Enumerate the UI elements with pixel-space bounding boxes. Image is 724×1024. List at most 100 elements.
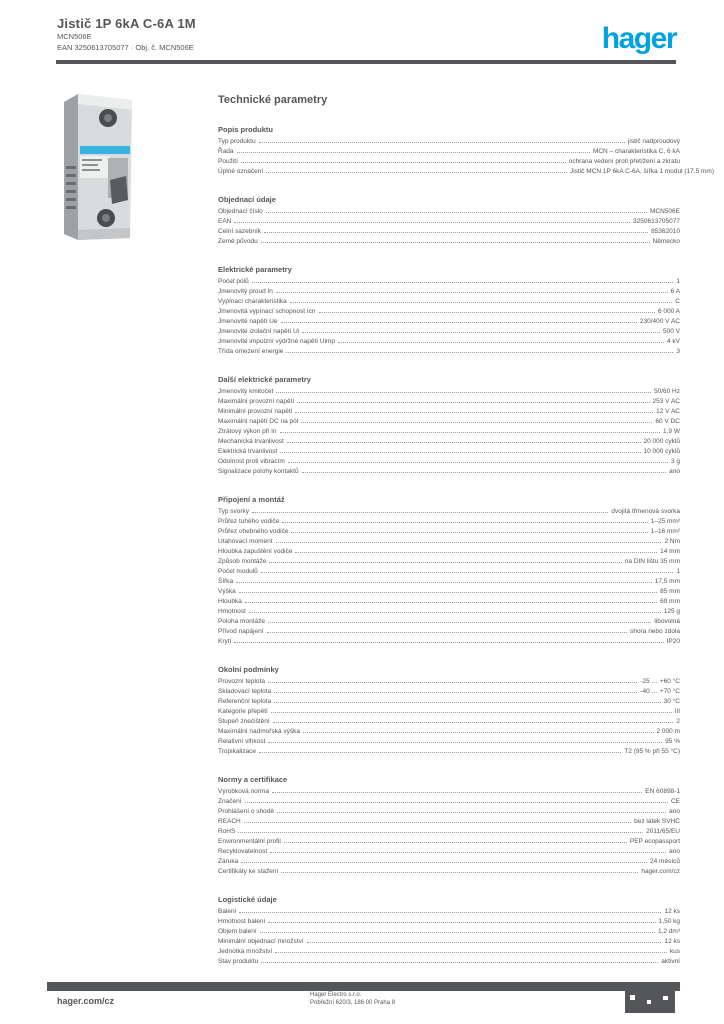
spec-value: 95 % xyxy=(665,738,680,745)
spec-value: MCN – charakteristika C, 6 kA xyxy=(592,148,680,155)
spec-row: Celní sazebník 85362010 xyxy=(218,227,680,237)
spec-value: ano xyxy=(669,468,680,475)
dotted-leader xyxy=(264,232,649,233)
spec-label: Maximální provozní napětí xyxy=(218,398,295,405)
dotted-leader xyxy=(286,352,674,353)
spec-label: Šířka xyxy=(218,578,234,585)
din-clip-ribs xyxy=(66,166,76,209)
brand-band xyxy=(80,146,130,154)
section-heading: Popis produktu xyxy=(218,125,273,134)
spec-label: Počet modulů xyxy=(218,568,258,575)
dotted-leader xyxy=(266,172,567,173)
dotted-leader xyxy=(236,152,590,153)
dotted-leader xyxy=(297,402,650,403)
spec-value: 3 xyxy=(676,348,680,355)
dotted-leader xyxy=(338,342,664,343)
dotted-leader xyxy=(277,812,667,813)
product-image xyxy=(64,94,132,240)
spec-value: 1–25 mm² xyxy=(650,518,680,525)
spec-label: Signalizace polohy kontaktů xyxy=(218,468,299,475)
spec-label: Celní sazebník xyxy=(218,228,261,235)
spec-value: CE xyxy=(670,798,680,805)
dotted-leader xyxy=(259,752,622,753)
spec-value: Německo xyxy=(652,238,680,245)
dotted-leader xyxy=(236,582,652,583)
product-title: Jistič 1P 6kA C-6A 1M xyxy=(57,16,196,31)
website-link[interactable]: hager.com/cz xyxy=(57,996,115,1006)
dotted-leader xyxy=(238,592,658,593)
dotted-leader xyxy=(283,842,627,843)
dotted-leader xyxy=(260,572,674,573)
dotted-leader xyxy=(302,332,660,333)
spec-label: Certifikáty ke stažení xyxy=(218,868,279,875)
spec-value: III xyxy=(674,708,680,715)
dotted-leader xyxy=(268,742,663,743)
spec-value: T2 (95 % při 55 °C) xyxy=(624,748,680,755)
spec-label: Výrobková norma xyxy=(218,788,269,795)
dotted-leader xyxy=(239,912,662,913)
spec-label: Způsob montáže xyxy=(218,558,267,565)
dotted-leader xyxy=(252,512,609,513)
spec-value: EN 60898-1 xyxy=(645,788,680,795)
spec-label: Jmenovitý kmitočet xyxy=(218,388,274,395)
spec-value: bez látek SVHC xyxy=(634,818,680,825)
dotted-leader xyxy=(276,392,651,393)
spec-label: Utahovací moment xyxy=(218,538,273,545)
spec-label: Jmenovité napětí Ue xyxy=(218,318,278,325)
spec-label: Objem balení xyxy=(218,928,257,935)
spec-value: Jistič MCN 1P 6kA C-6A, šířka 1 modul (1… xyxy=(569,168,714,175)
spec-label: Jmenovité izolační napětí Ui xyxy=(218,328,300,335)
spec-value: shora nebo zdola xyxy=(630,628,680,635)
spec-value: 3250613705077 xyxy=(633,218,680,225)
dotted-leader xyxy=(266,632,628,633)
product-meta: EAN 3250613705077 · Obj. č. MCN506E xyxy=(57,42,194,52)
toggle-lever xyxy=(110,176,128,204)
spec-row: Stav produktu aktivní xyxy=(218,957,680,967)
dotted-leader xyxy=(251,282,674,283)
dotted-leader xyxy=(270,852,667,853)
spec-value: 85362010 xyxy=(651,228,680,235)
spec-label: Skladovací teplota xyxy=(218,688,272,695)
dotted-leader xyxy=(318,312,655,313)
spec-value: C xyxy=(675,298,680,305)
spec-label: Stav produktu xyxy=(218,958,259,965)
spec-value: -25 … +60 °C xyxy=(640,678,680,685)
spec-label: Počet pólů xyxy=(218,278,249,285)
spec-value: aktivní xyxy=(661,958,680,965)
spec-value: 50/60 Hz xyxy=(653,388,680,395)
spec-value: 3 g xyxy=(670,458,680,465)
spec-label: REACH xyxy=(218,818,241,825)
dotted-leader xyxy=(301,472,667,473)
dotted-leader xyxy=(267,622,652,623)
dotted-leader xyxy=(279,432,661,433)
product-reference: MCN506E xyxy=(57,32,92,41)
spec-label: Záruka xyxy=(218,858,239,865)
spec-value: ochrana vedení proti přetížení a zkratu xyxy=(568,158,680,165)
spec-label: Jmenovitý proud In xyxy=(218,288,273,295)
spec-label: RoHS xyxy=(218,828,236,835)
spec-value: 1,2 dm³ xyxy=(657,928,680,935)
dotted-leader xyxy=(261,962,659,963)
spec-value: 4 kV xyxy=(666,338,680,345)
spec-label: Relativní vlhkost xyxy=(218,738,266,745)
spec-label: Mechanická trvanlivost xyxy=(218,438,284,445)
spec-value: 69 mm xyxy=(660,598,680,605)
dotted-leader xyxy=(243,822,632,823)
spec-label: Odolnost proti vibracím xyxy=(218,458,285,465)
